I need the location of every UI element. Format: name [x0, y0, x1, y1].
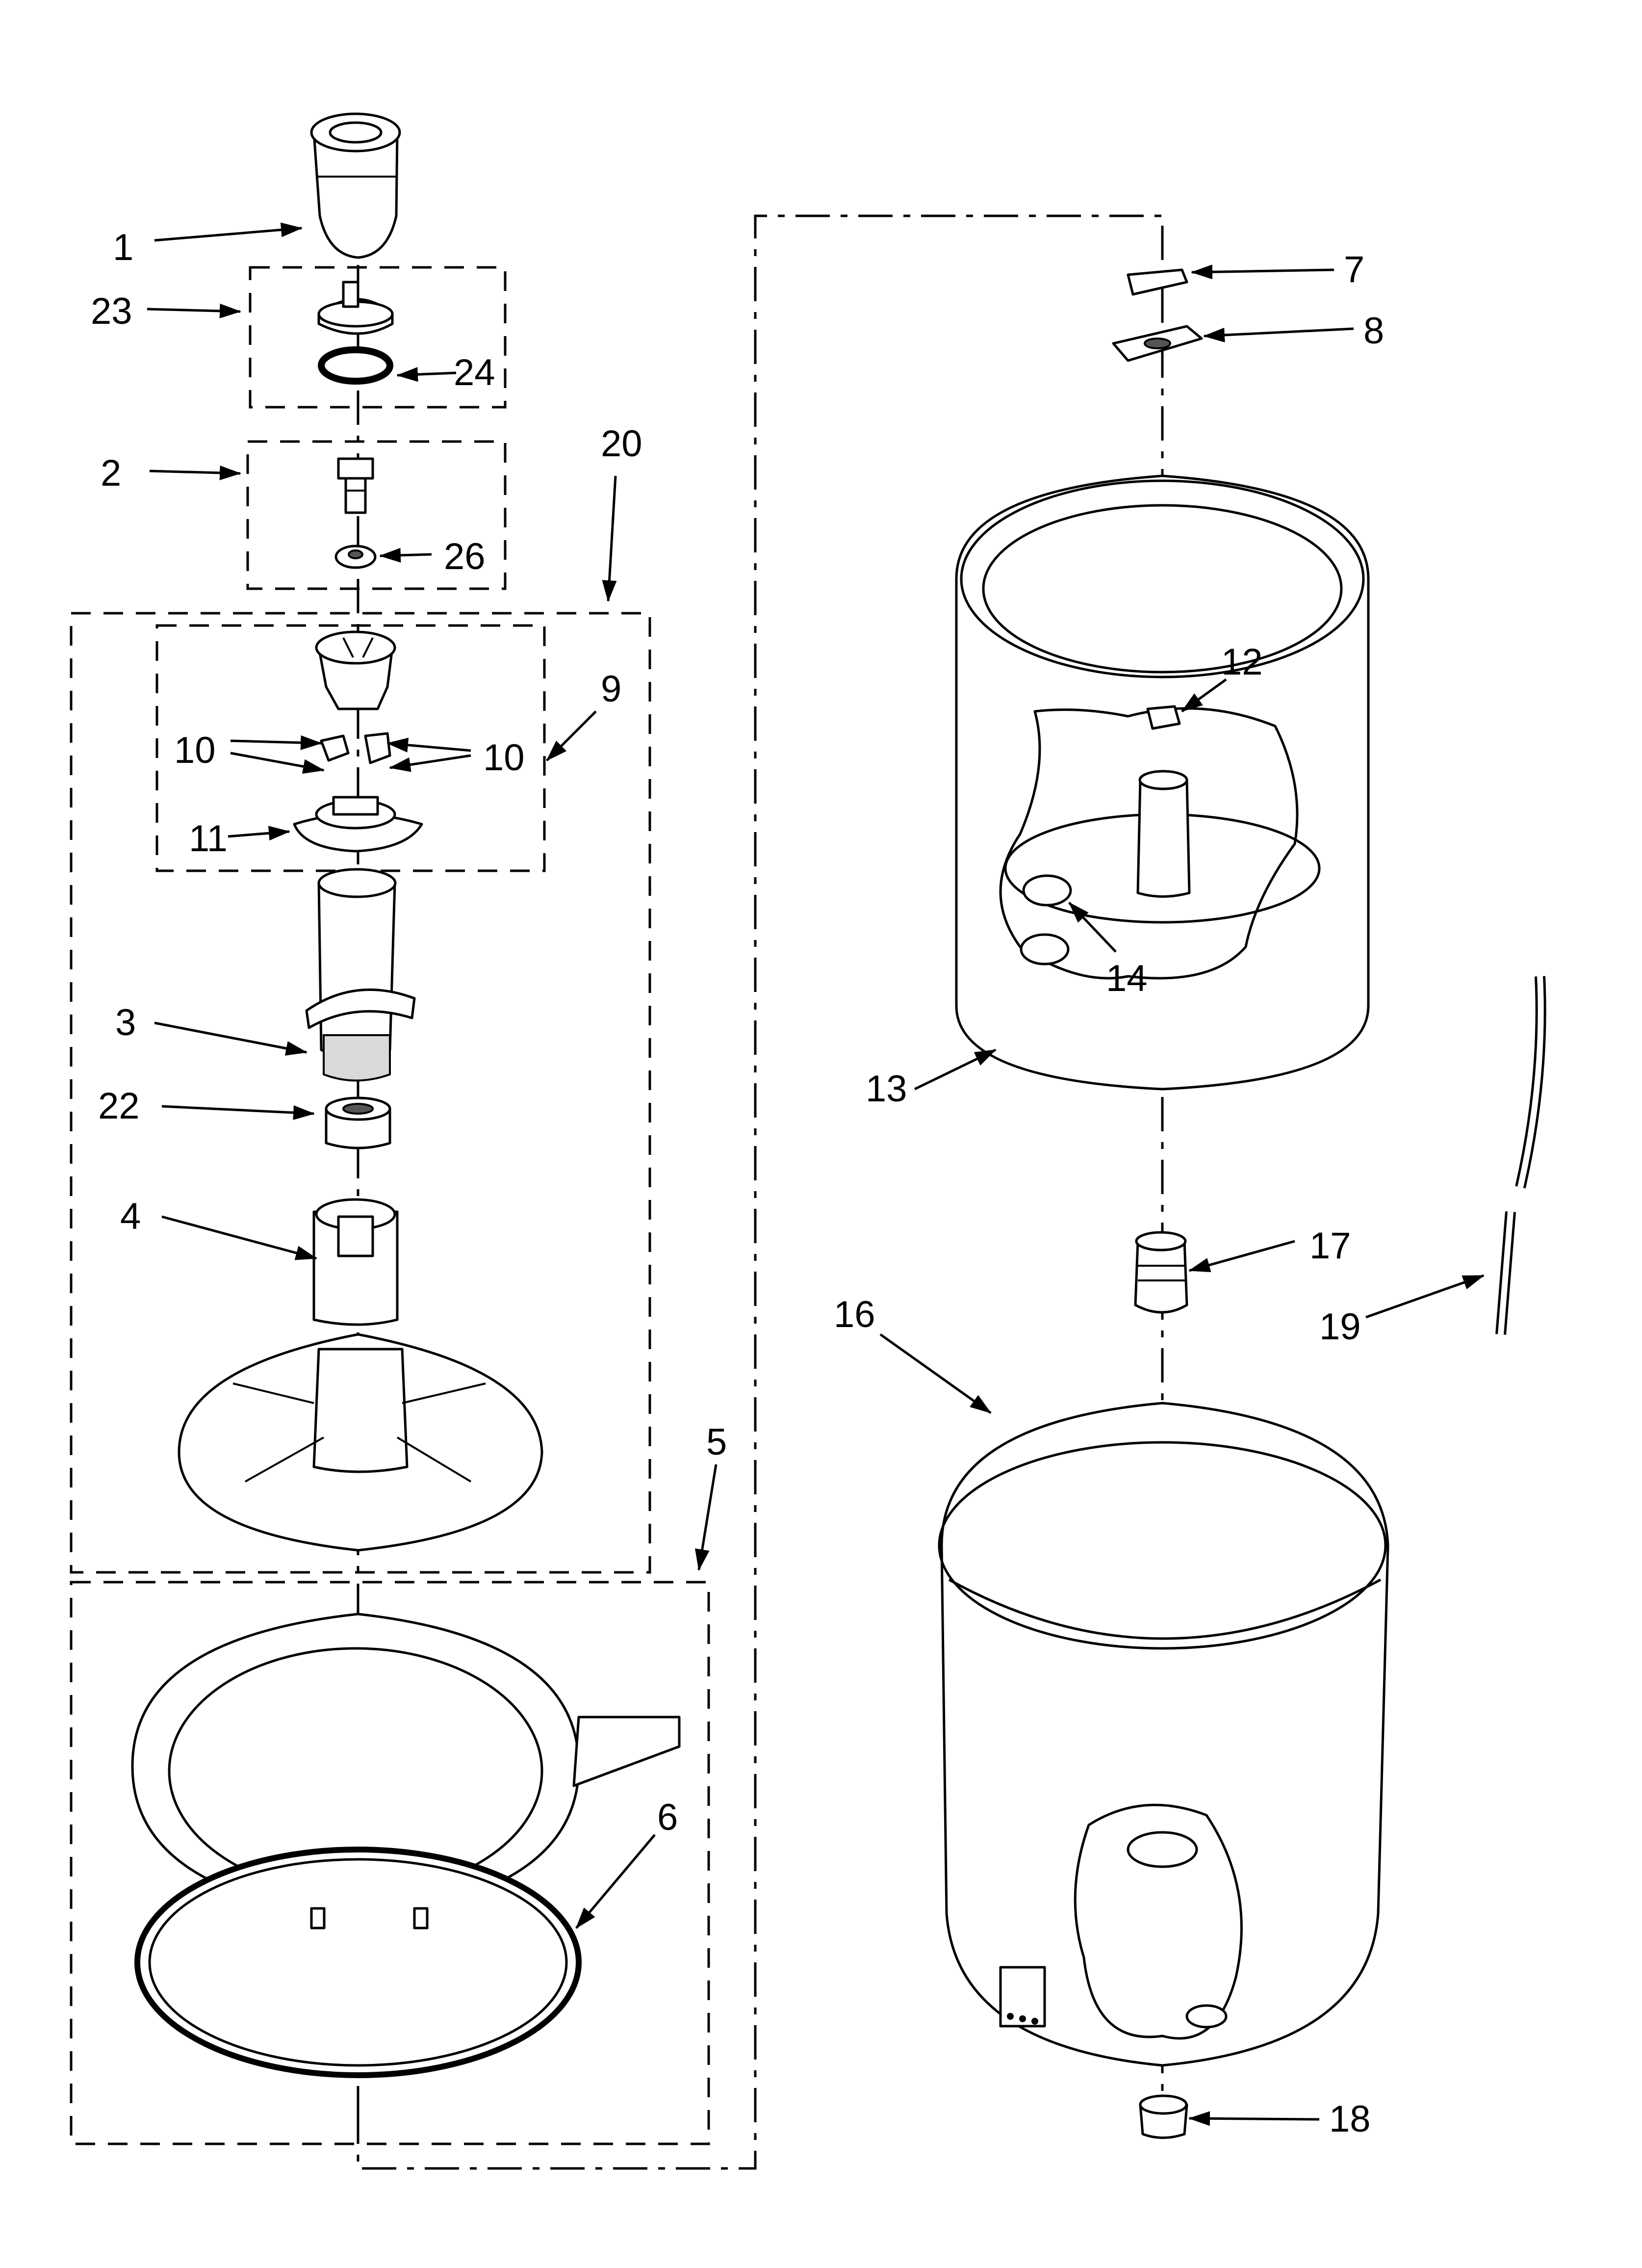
part-3-auger — [305, 868, 416, 1082]
callout-18: 18 — [1329, 2098, 1371, 2140]
callout-23: 23 — [91, 290, 132, 332]
part-1-dispenser-cup — [310, 112, 401, 259]
group-box-23 — [249, 266, 507, 409]
part-6-tub-ring — [131, 1613, 681, 2078]
callout-6: 6 — [657, 1797, 678, 1838]
callout-11: 11 — [189, 818, 228, 860]
callout-14: 14 — [1106, 958, 1148, 999]
part-19-hose — [1495, 976, 1546, 1335]
callout-17: 17 — [1309, 1225, 1351, 1267]
assembly-connector-line — [357, 214, 1164, 2170]
part-24-o-ring — [318, 346, 393, 385]
callout-24: 24 — [454, 352, 495, 393]
part-13-spin-basket — [955, 474, 1370, 1091]
part-26-washer — [334, 545, 377, 569]
group-box-20 — [70, 612, 651, 1574]
callout-1: 1 — [113, 227, 133, 268]
part-10-dog-left — [320, 734, 350, 762]
callout-22: 22 — [98, 1085, 140, 1127]
part-17-drive-bell — [1134, 1231, 1188, 1314]
part-4-agitator-base — [178, 1198, 543, 1552]
callout-8: 8 — [1363, 310, 1384, 352]
callout-9: 9 — [601, 668, 621, 710]
leader-arrows — [147, 222, 1485, 2126]
part-12-nut — [1146, 705, 1181, 730]
callout-5: 5 — [706, 1421, 727, 1463]
callout-3: 3 — [115, 1002, 136, 1043]
part-9-cam — [315, 630, 396, 710]
callout-13: 13 — [866, 1068, 907, 1110]
part-8-plate — [1112, 325, 1203, 362]
callout-12: 12 — [1221, 641, 1263, 683]
callout-labels: 1 23 24 2 26 20 9 10 10 11 3 22 4 5 6 7 … — [91, 227, 1384, 2140]
group-box-2 — [246, 440, 507, 590]
callout-4: 4 — [120, 1196, 141, 1237]
part-7-clip — [1127, 268, 1188, 296]
part-23-cap — [317, 281, 394, 335]
callout-10-left: 10 — [174, 730, 216, 771]
callout-26: 26 — [444, 536, 486, 577]
callout-7: 7 — [1344, 249, 1364, 290]
part-11-ratchet — [293, 796, 423, 853]
part-2-bolt — [337, 457, 374, 514]
callout-2: 2 — [101, 452, 121, 494]
callout-10-right: 10 — [483, 737, 525, 779]
callout-20: 20 — [601, 423, 642, 465]
part-18-drain-plug — [1139, 2094, 1188, 2139]
part-22-coupler — [325, 1096, 391, 1149]
part-10-dog-right — [364, 732, 391, 764]
callout-16: 16 — [834, 1294, 875, 1335]
callout-19: 19 — [1319, 1306, 1361, 1348]
part-16-outer-tub — [938, 1402, 1389, 2067]
group-box-5 — [70, 1581, 710, 2145]
